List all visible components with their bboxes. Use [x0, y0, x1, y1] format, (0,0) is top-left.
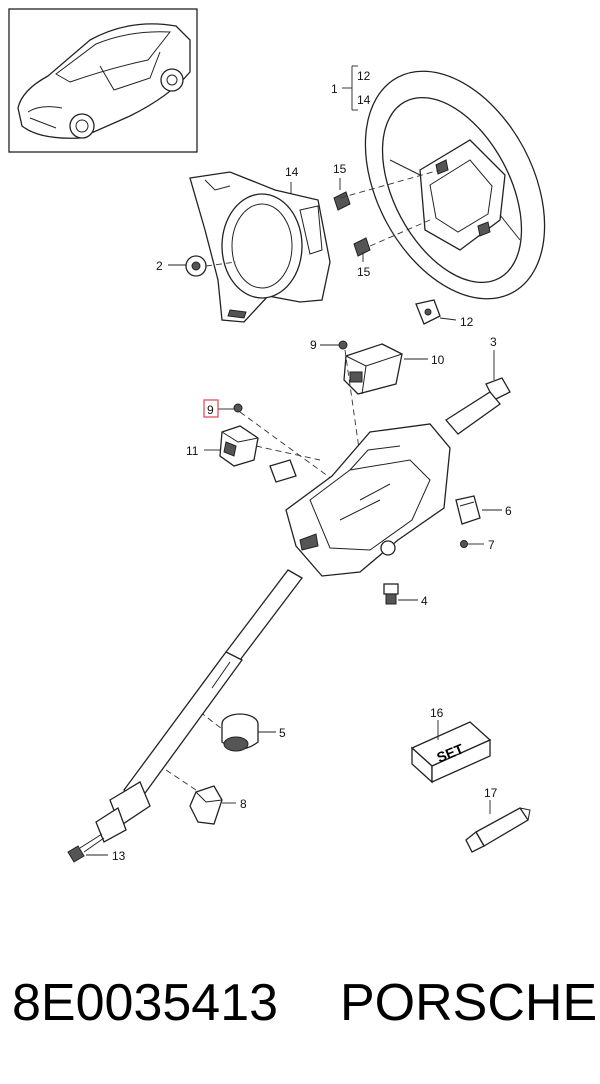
boot-8: [189, 785, 223, 825]
clip-12: [415, 299, 441, 325]
callout-15b: 15: [357, 265, 371, 279]
screw-15-upper: [333, 191, 351, 211]
switch-6: [455, 495, 481, 525]
callout-9b: 9: [207, 403, 214, 417]
bolt-2: [185, 255, 207, 277]
set-box-16: SET: [410, 721, 492, 784]
callout-12b: 12: [460, 315, 474, 329]
steering-wheel: [364, 70, 546, 300]
bushing-5: [221, 713, 259, 752]
callout-7: 7: [488, 538, 495, 552]
callout-6: 6: [505, 504, 512, 518]
control-module-11: [219, 425, 259, 467]
bolt-4: [383, 583, 399, 605]
callout-17: 17: [484, 786, 498, 800]
leader-lines: [86, 65, 502, 856]
callout-8: 8: [240, 797, 247, 811]
car-thumbnail: [8, 8, 198, 153]
screw-9-upper: [338, 340, 348, 350]
screw-9-lower: [233, 403, 243, 413]
intermediate-shaft: [95, 569, 303, 843]
callout-14: 14: [285, 165, 299, 179]
callout-2: 2: [156, 259, 163, 273]
part-number: 8E0035413: [12, 974, 278, 1032]
brand-name: PORSCHE: [340, 974, 597, 1032]
callout-9a: 9: [310, 338, 317, 352]
control-module-10: [343, 343, 403, 395]
callout-14a: 14: [357, 93, 371, 107]
callout-5: 5: [279, 726, 286, 740]
callout-10: 10: [431, 353, 445, 367]
callout-15a: 15: [333, 162, 347, 176]
bolt-13: [67, 833, 105, 863]
steering-column-shroud: [189, 171, 331, 323]
callout-1: 1: [331, 82, 338, 96]
screw-7: [460, 540, 468, 548]
callout-12a: 12: [357, 69, 371, 83]
callout-3: 3: [490, 335, 497, 349]
callout-13: 13: [112, 849, 126, 863]
grease-tube-17: [465, 807, 531, 853]
screw-15-lower: [353, 237, 371, 257]
callout-4: 4: [421, 594, 428, 608]
callout-16: 16: [430, 706, 444, 720]
highlight-box: [203, 399, 219, 418]
callout-11: 11: [186, 444, 199, 458]
steering-column-3: [269, 377, 511, 577]
